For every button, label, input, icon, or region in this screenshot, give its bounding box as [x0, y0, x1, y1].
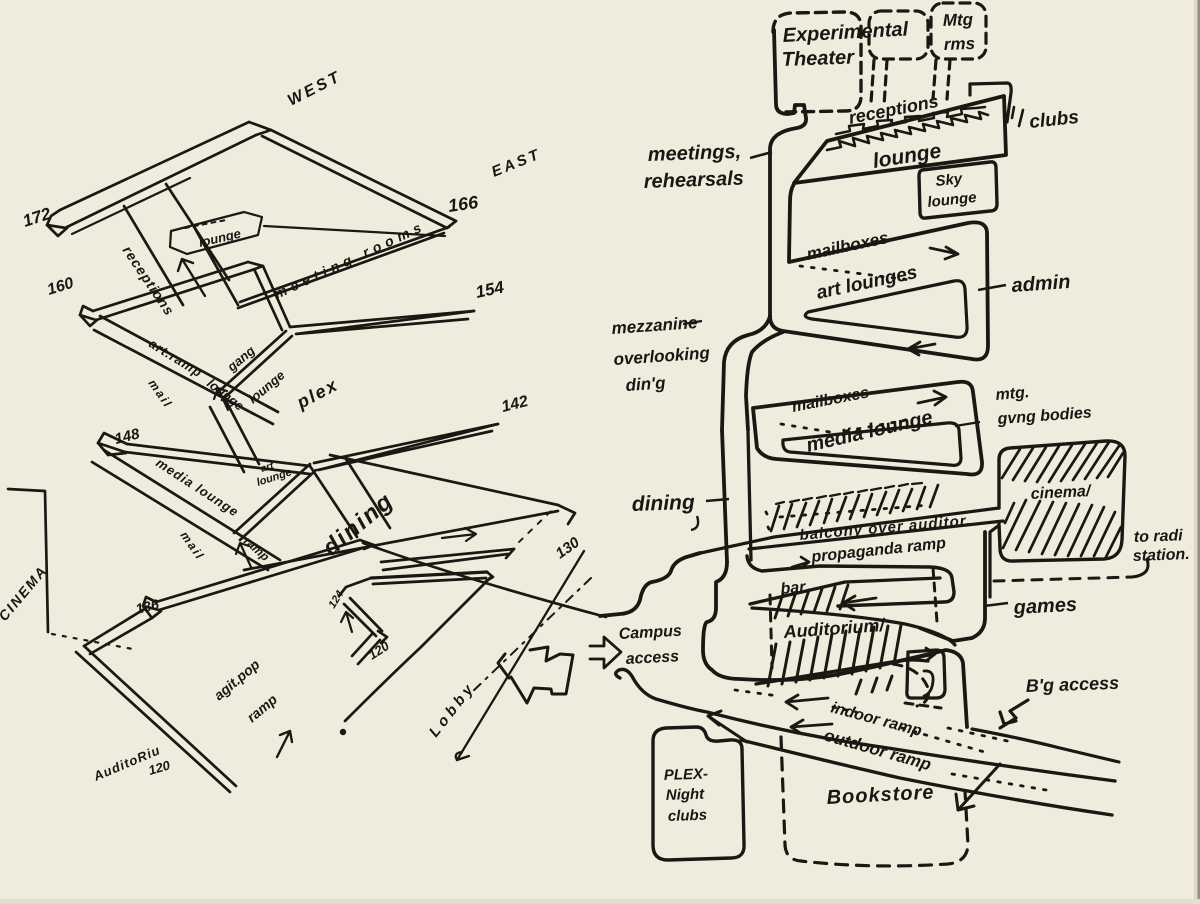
svg-text:art: art	[260, 460, 276, 475]
svg-text:Mtg: Mtg	[942, 10, 973, 30]
svg-text:Sky: Sky	[935, 170, 964, 190]
svg-text:166: 166	[447, 192, 481, 216]
svg-text:B'g access: B'g access	[1025, 673, 1119, 696]
svg-text:din'g: din'g	[625, 373, 667, 395]
svg-text:access: access	[625, 648, 679, 668]
svg-text:mtg.: mtg.	[995, 384, 1030, 404]
svg-text:120: 120	[147, 757, 173, 778]
svg-text:rms: rms	[943, 34, 975, 54]
svg-text:Campus: Campus	[618, 623, 682, 643]
svg-text:clubs: clubs	[668, 807, 708, 825]
svg-text:Night: Night	[666, 786, 706, 804]
svg-text:rehearsals: rehearsals	[643, 168, 744, 193]
svg-text:clubs: clubs	[1028, 107, 1080, 133]
svg-text:PLEX-: PLEX-	[664, 765, 709, 784]
svg-text:meetings,: meetings,	[647, 141, 741, 166]
svg-text:lounge: lounge	[927, 189, 978, 211]
svg-text:136: 136	[134, 596, 161, 617]
svg-text:cinema/: cinema/	[1030, 483, 1092, 503]
svg-text:148: 148	[113, 425, 142, 448]
svg-text:to radi: to radi	[1134, 527, 1184, 546]
svg-text:admin: admin	[1011, 271, 1071, 297]
svg-text:games: games	[1012, 594, 1077, 619]
svg-text:142: 142	[500, 393, 530, 416]
svg-text:Theater: Theater	[781, 46, 855, 71]
svg-text:dining: dining	[631, 491, 695, 516]
svg-text:bar: bar	[780, 579, 807, 598]
svg-text:gvng bodies: gvng bodies	[996, 404, 1092, 428]
svg-text:station.: station.	[1133, 546, 1190, 565]
